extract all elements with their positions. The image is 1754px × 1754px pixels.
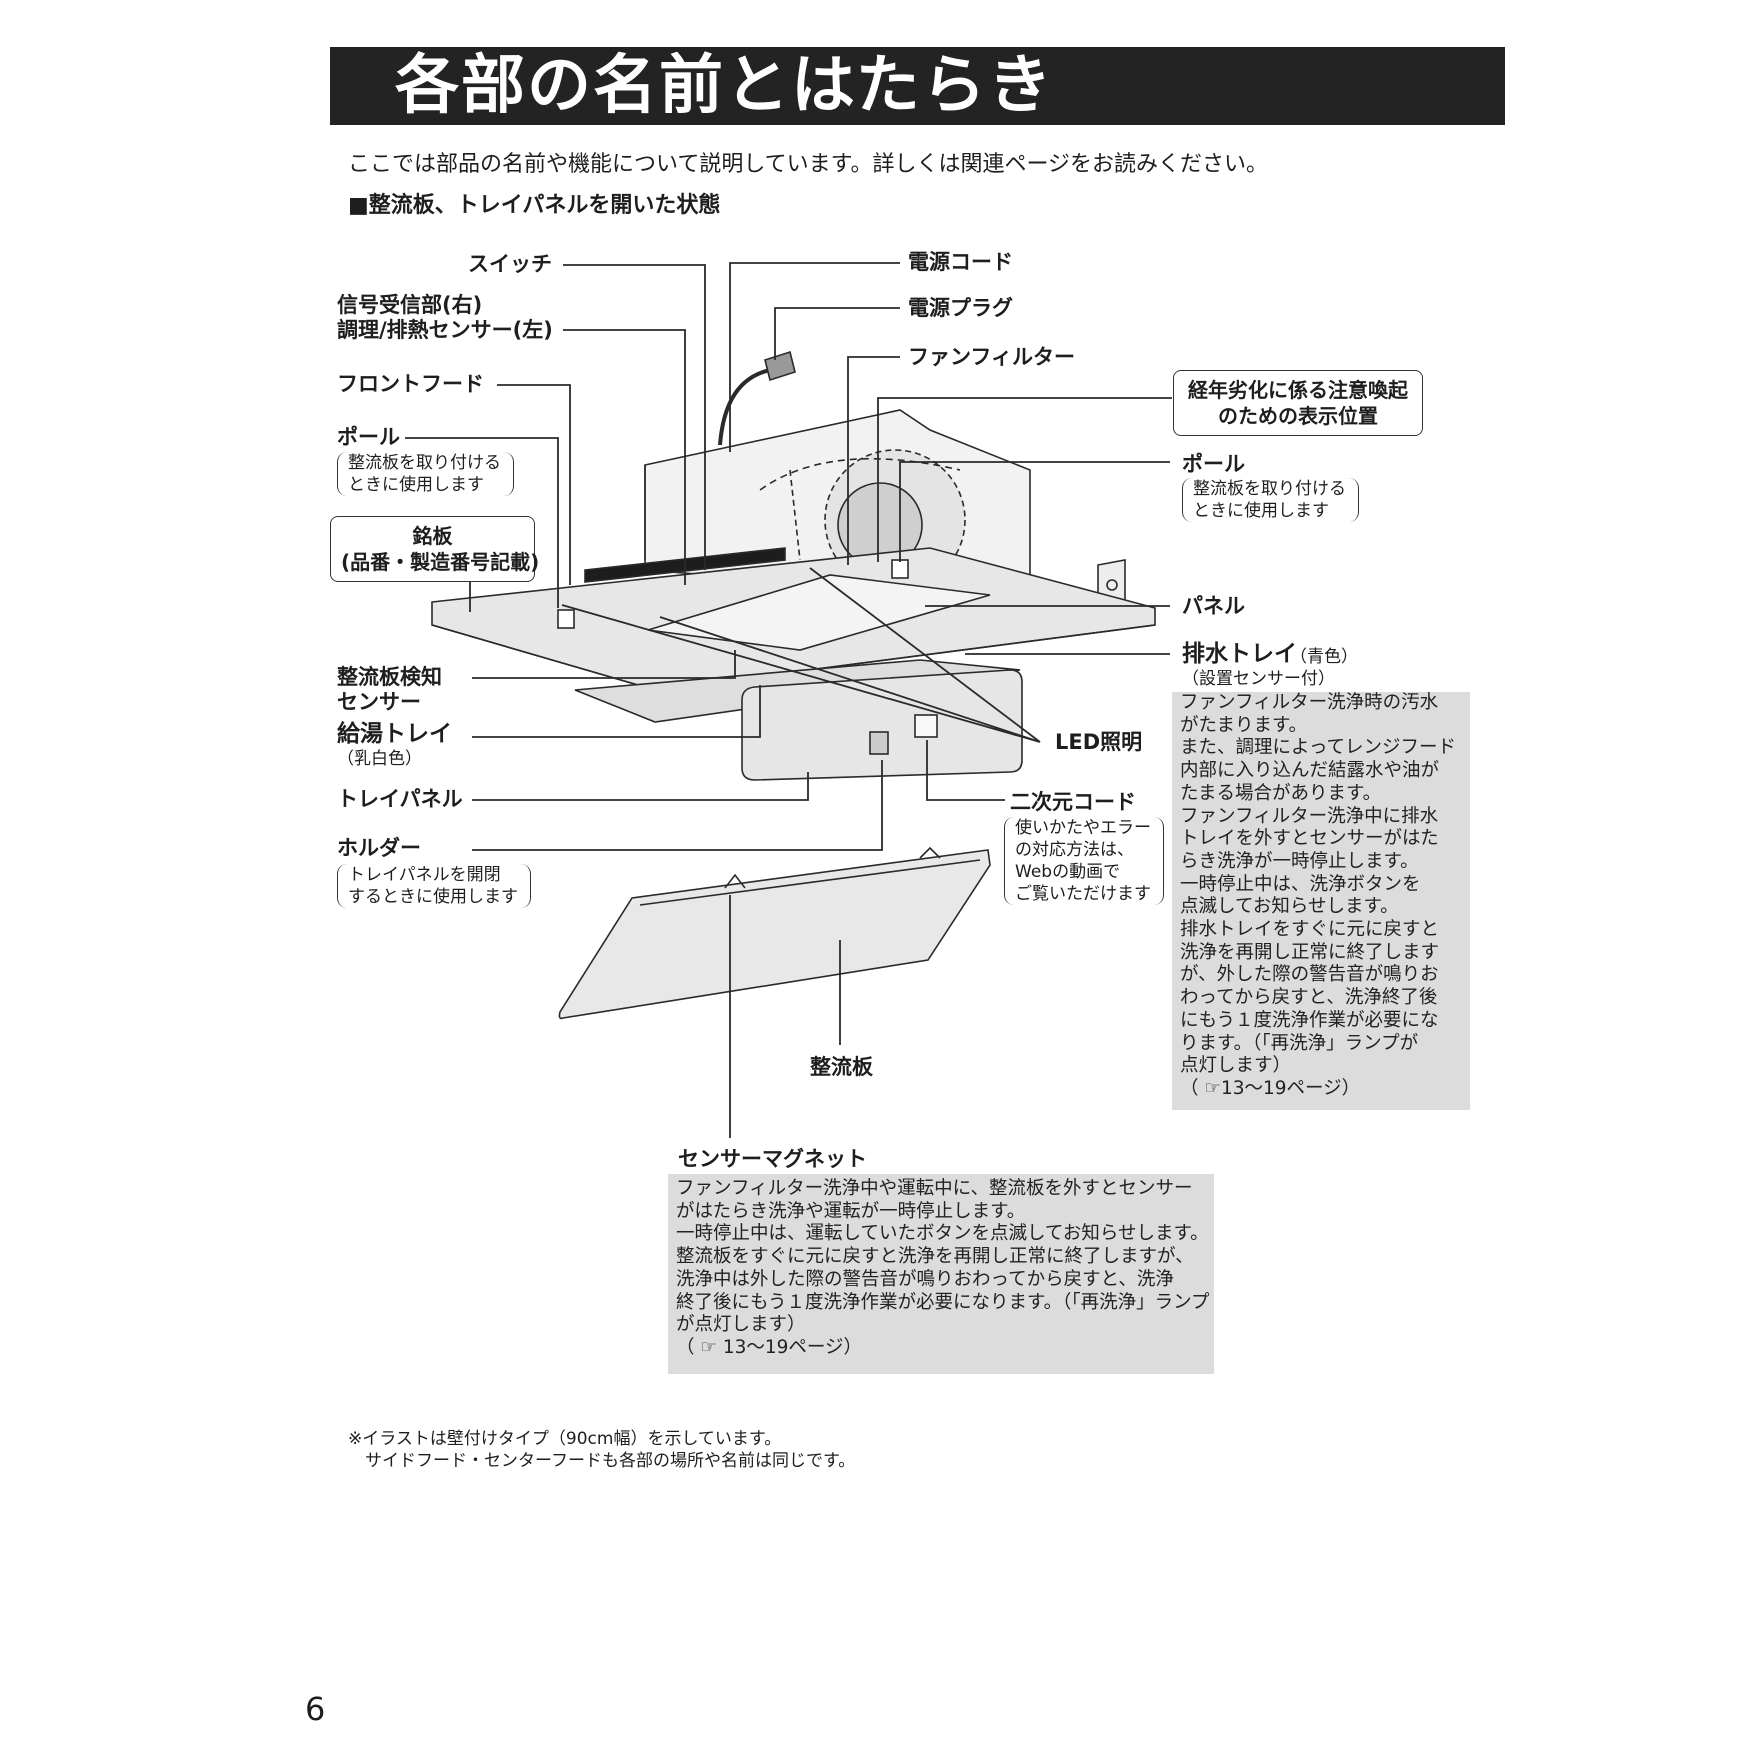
note-qr-code: 使いかたやエラー の対応方法は、 Webの動画で ご覧いただけます [1004, 817, 1164, 905]
leader-signal-receiver [563, 329, 686, 585]
label-pole-left: ポール [337, 425, 400, 449]
title-bar [330, 47, 1505, 125]
label-led: LED照明 [1055, 730, 1143, 754]
label-switch: スイッチ [468, 252, 552, 276]
label-baffle: 整流板 [810, 1055, 873, 1079]
sensor-magnet-info-box: ファンフィルター洗浄中や運転中に、整流板を外すとセンサー がはたらき洗浄や運転が… [668, 1174, 1214, 1374]
note-holder: トレイパネルを開閉 するときに使用します [337, 864, 531, 908]
label-power-plug: 電源プラグ [908, 296, 1013, 320]
leader-pole-right [899, 461, 1170, 562]
leader-fan-filter [847, 356, 900, 565]
label-baffle-sensor-1: 整流板検知 [337, 665, 442, 689]
leader-switch [563, 264, 706, 570]
page-number: 6 [305, 1690, 326, 1728]
leader-led [561, 567, 1041, 743]
label-fan-filter: ファンフィルター [908, 345, 1075, 369]
leader-pole-left [405, 437, 559, 608]
label-baffle-sensor-2: センサー [337, 690, 421, 714]
intro-text: ここでは部品の名前や機能について説明しています。詳しくは関連ページをお読みくださ… [348, 152, 1269, 177]
label-panel: パネル [1182, 594, 1245, 618]
power-cord-shape [718, 368, 771, 446]
leader-power-cord [729, 262, 900, 452]
label-drain-tray-color: （青色） [1290, 647, 1358, 667]
label-nameplate: 銘板 (品番・製造番号記載) [330, 516, 539, 582]
label-cooking-sensor: 調理/排熱センサー(左) [337, 318, 553, 342]
label-front-hood: フロントフード [337, 372, 484, 396]
label-pole-right: ポール [1182, 452, 1245, 476]
leader-front-hood [497, 384, 571, 585]
label-power-cord: 電源コード [908, 250, 1013, 274]
section-heading: ■整流板、トレイパネルを開いた状態 [348, 193, 721, 218]
label-qr-code: 二次元コード [1010, 790, 1136, 814]
leader-tray-panel [472, 772, 809, 801]
note-pole-right: 整流板を取り付ける ときに使用します [1182, 478, 1359, 522]
label-holder: ホルダー [337, 836, 421, 860]
label-drain-tray: 排水トレイ [1182, 641, 1297, 667]
label-drain-tray-sensor: （設置センサー付） [1182, 669, 1335, 689]
label-sensor-magnet: センサーマグネット [678, 1147, 867, 1171]
page-title: 各部の名前とはたらき [395, 49, 1054, 123]
leader-hot-water-tray [472, 685, 761, 738]
footnote: ※イラストは壁付けタイプ（90cm幅）を示しています。 サイドフード・センターフ… [348, 1429, 856, 1471]
label-aging-notice: 経年劣化に係る注意喚起 のための表示位置 [1173, 370, 1423, 436]
note-pole-left: 整流板を取り付ける ときに使用します [337, 452, 514, 496]
leader-holder [472, 760, 883, 851]
tray-panel-shape [741, 669, 1023, 781]
label-tray-panel: トレイパネル [337, 787, 463, 811]
label-signal-receiver: 信号受信部(右) [337, 293, 483, 317]
leader-power-plug [774, 307, 900, 360]
leader-aging-notice [877, 397, 1172, 562]
leader-qr-code [926, 740, 1005, 801]
baffle-plate-shape [558, 849, 991, 1020]
leader-baffle-sensor [472, 650, 736, 679]
drain-tray-info-box: ファンフィルター洗浄時の汚水 がたまります。 また、調理によってレンジフード 内… [1172, 692, 1470, 1110]
label-hot-water-tray: 給湯トレイ [337, 721, 452, 747]
label-hot-water-tray-color: （乳白色） [337, 749, 422, 769]
